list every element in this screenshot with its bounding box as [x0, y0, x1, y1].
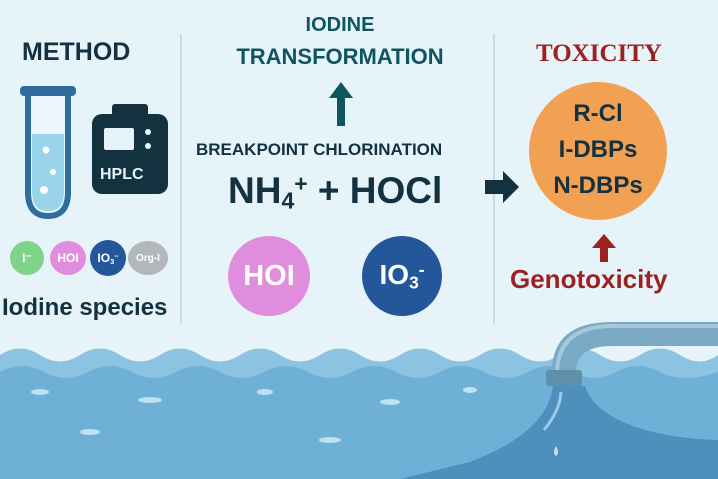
transformation-heading-line2: TRANSFORMATION — [236, 44, 444, 69]
iodide-chip: I⁻ — [10, 241, 44, 275]
hoi-chip: HOI — [50, 241, 86, 275]
toxicity-item-rcl: R-Cl — [573, 100, 623, 127]
iodide-label: I⁻ — [22, 251, 32, 265]
arrow-right-icon — [485, 171, 519, 203]
org-iodine-chip-label: Org-I — [136, 252, 160, 264]
arrow-up-icon-toxicity — [592, 234, 616, 262]
divider-right — [493, 34, 495, 324]
faucet-pipe — [546, 322, 718, 386]
iodate-chip-label: IO3− — [97, 250, 119, 266]
hoi-circle-label: HOI — [243, 259, 295, 292]
transformation-heading-line1: IODINE — [305, 14, 375, 36]
toxicity-heading: TOXICITY — [536, 40, 662, 67]
water-stream — [400, 386, 718, 479]
org-iodine-chip: Org-I — [128, 241, 168, 275]
water-drop-icon — [554, 446, 558, 456]
iodate-circle-label: IO3- — [379, 258, 425, 293]
hplc-label: HPLC — [100, 166, 144, 183]
divider-left — [180, 34, 182, 324]
iodate-circle: IO3- — [362, 236, 442, 316]
water-foam — [31, 387, 477, 443]
toxicity-item-idbps: I-DBPs — [558, 136, 638, 163]
hoi-circle: HOI — [228, 236, 310, 316]
reaction-equation: NH4+ + HOCl — [228, 170, 443, 214]
test-tube-icon — [20, 86, 76, 220]
arrow-up-icon — [329, 82, 353, 126]
hoi-chip-label: HOI — [57, 251, 79, 265]
process-label: BREAKPOINT CHLORINATION — [196, 140, 443, 159]
toxicity-circle — [529, 82, 667, 220]
iodate-chip: IO3− — [90, 240, 126, 276]
toxicity-item-ndbps: N-DBPs — [553, 172, 643, 199]
stream-highlight — [542, 391, 563, 431]
genotoxicity-label: Genotoxicity — [510, 264, 668, 294]
method-heading: METHOD — [22, 38, 131, 66]
hplc-instrument-icon — [92, 104, 168, 194]
iodine-species-caption: Iodine species — [2, 294, 168, 321]
